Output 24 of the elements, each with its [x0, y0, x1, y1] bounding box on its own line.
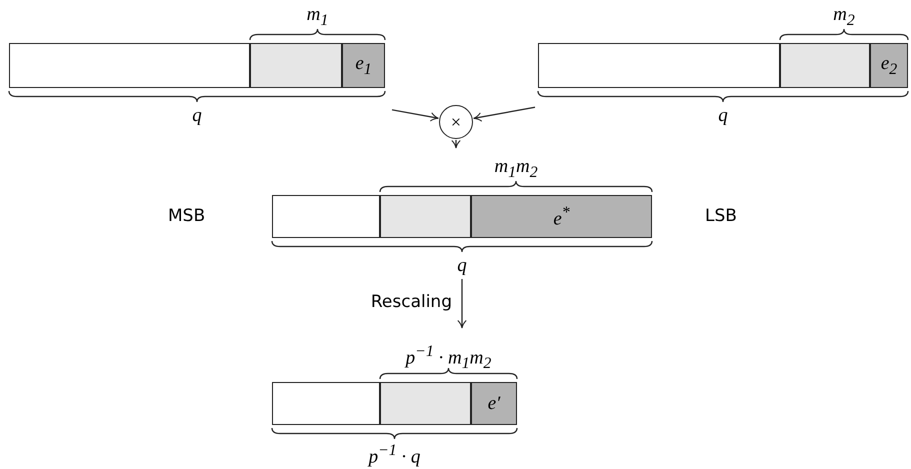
math-label: m$_{2}$	[833, 5, 855, 29]
bar-segment	[380, 195, 471, 238]
math-label: q	[457, 256, 467, 275]
bar-segment	[380, 382, 471, 425]
side-label: MSB	[168, 206, 206, 226]
math-label: p$^{−1}$ · m$_{1}$m$_{2}$	[406, 344, 492, 372]
bar-segment: e$^{*}$	[471, 195, 652, 238]
bar-segment: e′	[471, 382, 517, 425]
edge-label: Rescaling	[370, 292, 452, 312]
bar-segment	[250, 43, 342, 88]
bar-segment: e$_{2}$	[870, 43, 908, 88]
math-label: q	[718, 106, 728, 125]
side-label: LSB	[705, 206, 737, 226]
bar-segment	[538, 43, 780, 88]
bar-segment	[780, 43, 870, 88]
operator-circle: ×	[439, 105, 473, 139]
math-label: q	[192, 106, 202, 125]
math-label: m$_{1}$	[306, 5, 328, 29]
math-label: p$^{−1}$ · q	[368, 443, 420, 466]
bar-segment	[272, 382, 380, 425]
bar-segment	[272, 195, 380, 238]
math-label: m$_{1}$m$_{2}$	[494, 157, 538, 181]
bar-segment: e$_{1}$	[342, 43, 385, 88]
bar-segment	[9, 43, 250, 88]
